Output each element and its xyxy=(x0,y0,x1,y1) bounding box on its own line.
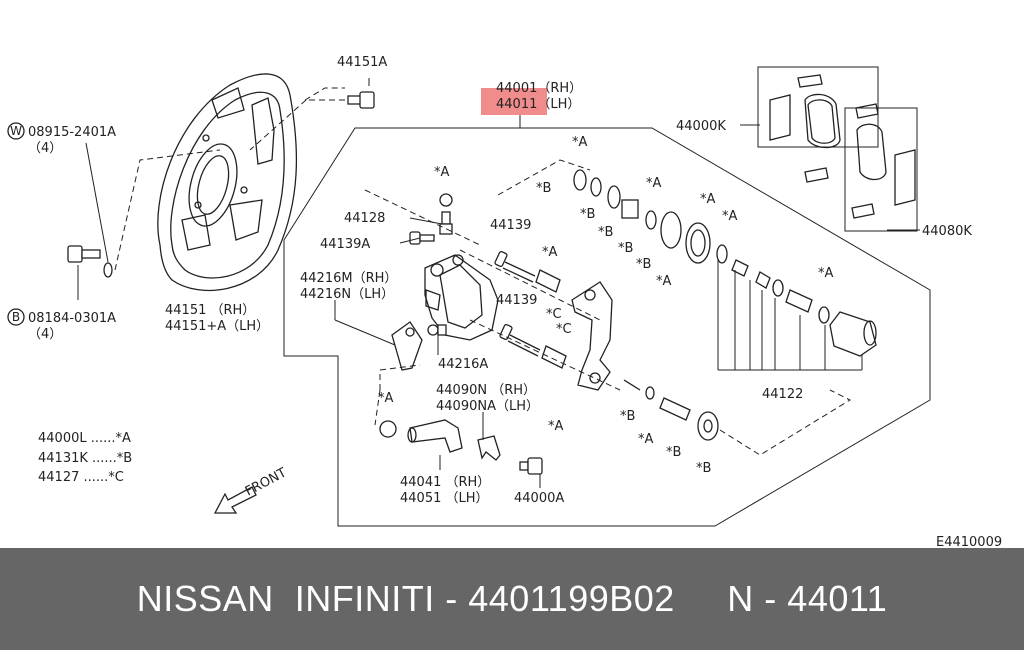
mark-a: *A xyxy=(656,274,672,289)
brake-pads-drawing xyxy=(769,74,916,219)
part-label-44151A[interactable]: 44151A xyxy=(337,55,387,70)
adjuster-parts-drawing xyxy=(623,379,719,441)
bolt-08184-drawing xyxy=(67,245,101,300)
mark-b: *B xyxy=(666,445,681,460)
parking-lever-drawing xyxy=(391,321,447,371)
bolt-44139A-drawing xyxy=(409,231,435,245)
legend-44127: 44127 ......*C xyxy=(38,470,124,485)
part-label-44080K[interactable]: 44080K xyxy=(922,224,972,239)
mark-a: *A xyxy=(434,165,450,180)
mark-b: *B xyxy=(536,181,551,196)
mark-a: *A xyxy=(638,432,654,447)
part-label-44151-lh[interactable]: 44151+A（LH） xyxy=(165,319,269,334)
front-label: FRONT xyxy=(243,465,289,499)
part-label-44216N[interactable]: 44216N（LH） xyxy=(300,287,394,302)
caliper-assembly-boundary xyxy=(283,127,931,527)
circle-b-letter: B xyxy=(12,310,20,324)
spring-44090N-drawing xyxy=(477,435,501,461)
mark-a: *A xyxy=(646,176,662,191)
part-label-08915[interactable]: 08915-2401A xyxy=(28,125,116,140)
bolt-44151A-drawing xyxy=(347,78,375,109)
slide-pin-upper-drawing xyxy=(494,250,561,293)
mark-b: *B xyxy=(636,257,651,272)
mark-a: *A xyxy=(378,391,394,406)
front-arrow-icon xyxy=(213,486,257,514)
part-label-44151[interactable]: 44151 （RH） xyxy=(165,303,255,318)
part-label-44139-lower[interactable]: 44139 xyxy=(496,293,537,308)
part-label-44139-upper[interactable]: 44139 xyxy=(490,218,531,233)
mark-c: *C xyxy=(546,307,562,322)
part-label-44122[interactable]: 44122 xyxy=(762,387,803,402)
part-label-08184-qty: （4） xyxy=(28,327,62,342)
caliper-body-drawing xyxy=(424,254,499,341)
part-label-44051[interactable]: 44051 （LH） xyxy=(400,491,489,506)
part-label-44001[interactable]: 44001（RH） xyxy=(496,81,582,96)
footer-text: NISSAN INFINITI - 4401199B02 N - 44011 xyxy=(136,578,888,619)
part-number-highlight xyxy=(481,88,547,115)
piston-seals-drawing xyxy=(573,169,877,357)
mark-b: *B xyxy=(620,409,635,424)
pad-kit-box-44080K xyxy=(844,107,918,232)
part-label-44041[interactable]: 44041 （RH） xyxy=(400,475,490,490)
backing-plate-drawing xyxy=(157,73,298,292)
circle-w-letter: W xyxy=(10,124,22,138)
part-label-44128[interactable]: 44128 xyxy=(344,211,385,226)
nut-44000A-drawing xyxy=(519,457,543,475)
part-number-footer: NISSAN INFINITI - 4401199B02 N - 44011 xyxy=(0,548,1024,650)
mark-c: *C xyxy=(556,322,572,337)
brake-caliper-exploded-diagram: W B 44151A 44001（RH） 44011（LH） 44000K 44… xyxy=(7,55,1002,548)
mark-a: *A xyxy=(722,209,738,224)
legend-44131K: 44131K ......*B xyxy=(38,451,132,466)
mark-a: *A xyxy=(548,419,564,434)
washer-08915-drawing xyxy=(103,262,113,278)
part-label-08915-qty: （4） xyxy=(28,141,62,156)
part-label-44216A[interactable]: 44216A xyxy=(438,357,488,372)
part-label-08184[interactable]: 08184-0301A xyxy=(28,311,116,326)
legend-44000L: 44000L ......*A xyxy=(38,431,131,446)
diagram-code: E4410009 xyxy=(936,535,1002,548)
part-label-44216M[interactable]: 44216M（RH） xyxy=(300,271,397,286)
cam-shaft-44041-drawing xyxy=(379,419,463,453)
part-label-44000K[interactable]: 44000K xyxy=(676,119,726,134)
mark-b: *B xyxy=(696,461,711,476)
torque-member-drawing xyxy=(571,281,613,391)
mark-b: *B xyxy=(580,207,595,222)
part-label-44011[interactable]: 44011（LH） xyxy=(496,97,580,112)
part-label-44090N[interactable]: 44090N （RH） xyxy=(436,383,536,398)
mark-a: *A xyxy=(542,245,558,260)
part-label-44139A[interactable]: 44139A xyxy=(320,237,370,252)
circle-b-icon xyxy=(7,308,25,326)
mark-a: *A xyxy=(700,192,716,207)
part-label-44000A[interactable]: 44000A xyxy=(514,491,564,506)
mark-a: *A xyxy=(572,135,588,150)
part-label-44090NA[interactable]: 44090NA（LH） xyxy=(436,399,539,414)
mark-b: *B xyxy=(598,225,613,240)
mark-a: *A xyxy=(818,266,834,281)
circle-w-icon xyxy=(7,122,25,140)
mark-b: *B xyxy=(618,241,633,256)
bleeder-44128-drawing xyxy=(439,193,453,235)
leader-44122 xyxy=(717,260,863,371)
